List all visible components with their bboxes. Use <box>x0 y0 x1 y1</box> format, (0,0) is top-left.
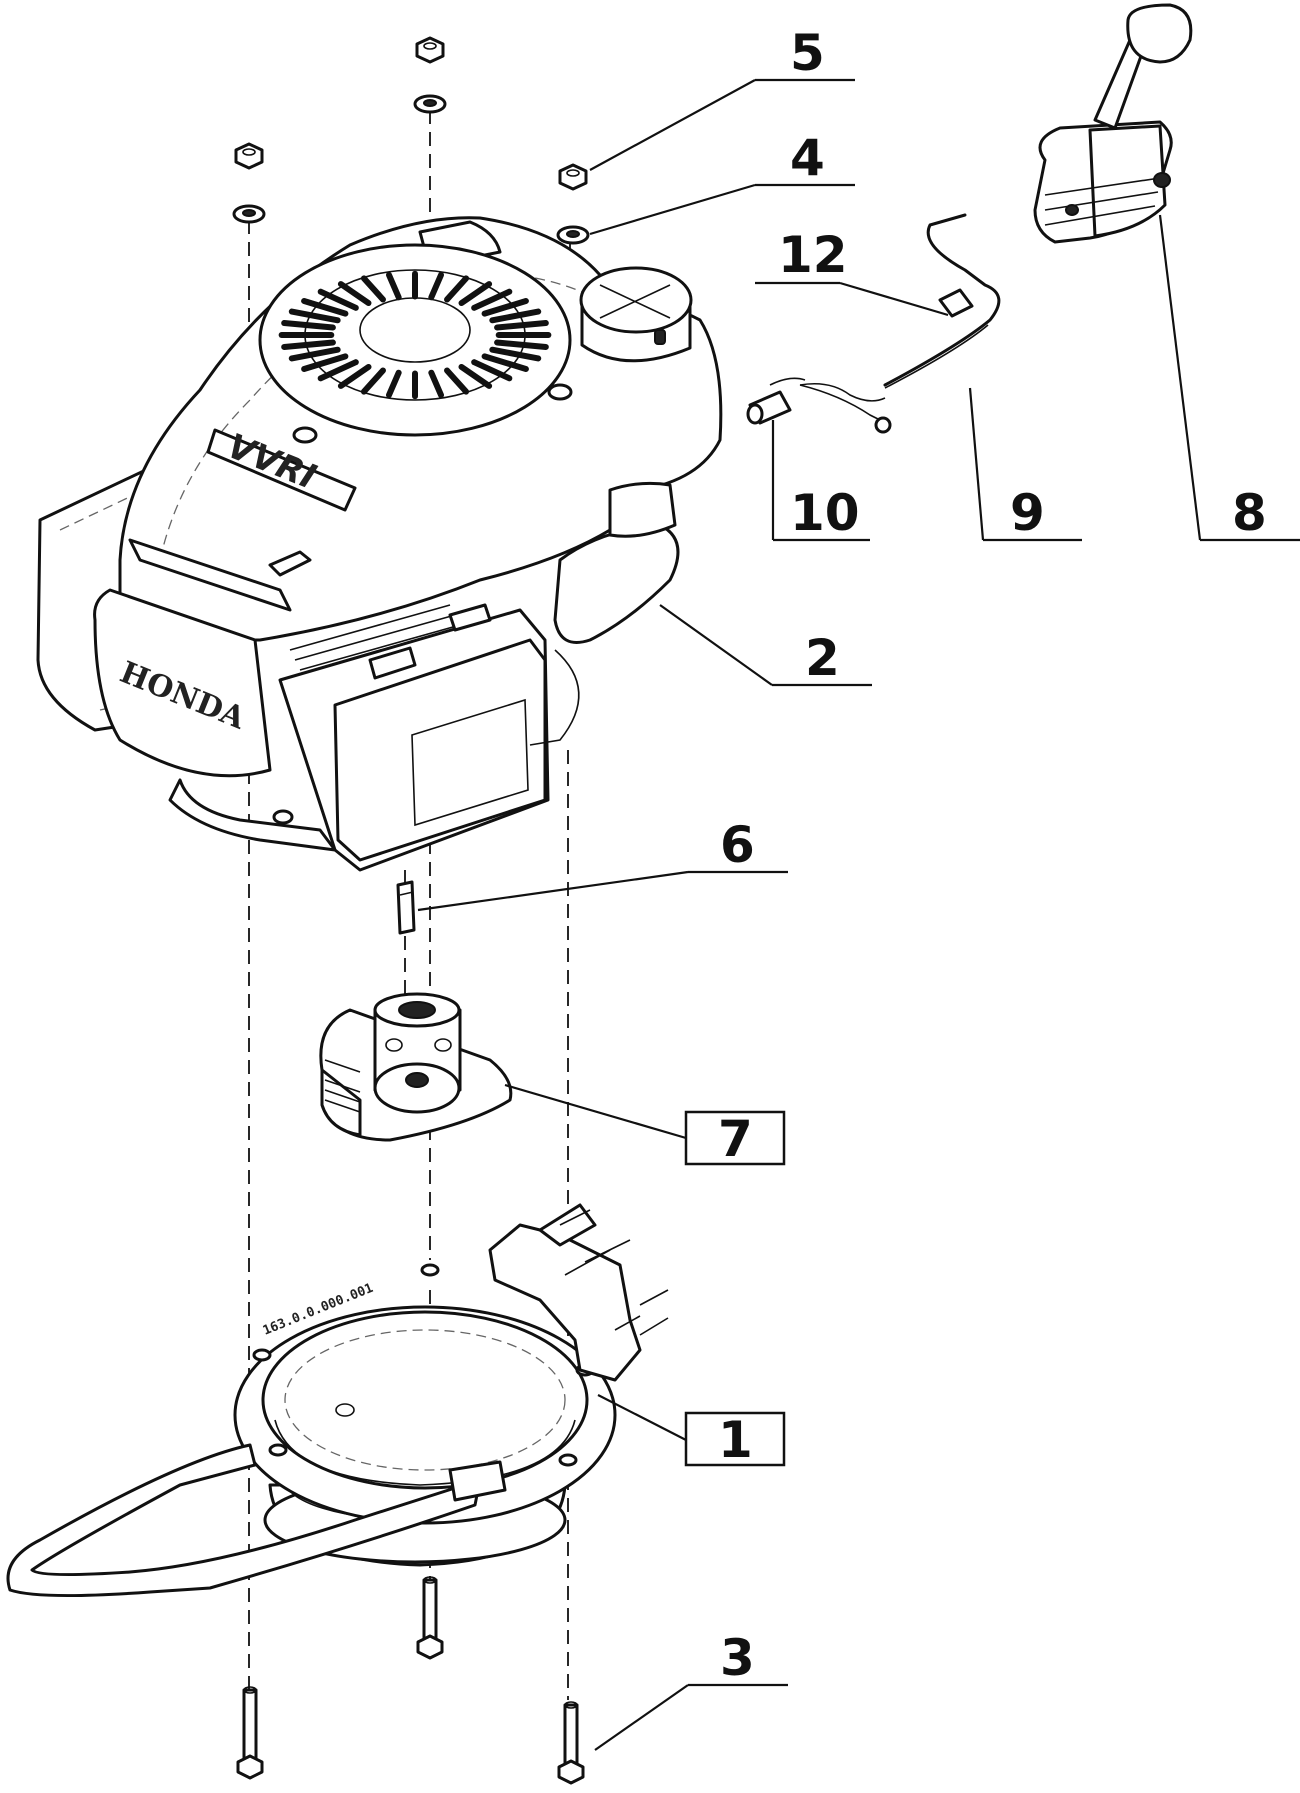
engine-key <box>396 880 416 935</box>
callout-12-label: 12 <box>778 226 848 284</box>
washer-icon <box>556 225 590 245</box>
bottom-bolts <box>236 1576 585 1785</box>
starter-vent-slot <box>301 353 349 373</box>
starter-vents <box>278 270 552 400</box>
starter-vent-slot <box>288 346 341 362</box>
starter-vent-slot <box>489 346 542 362</box>
starter-vent-slot <box>428 271 445 301</box>
starter-vent-slot <box>494 339 549 350</box>
starter-vent-slot <box>288 308 341 324</box>
washer-icon <box>413 94 447 114</box>
callout-1-label: 1 <box>718 1411 753 1469</box>
bolt-icon <box>236 1686 264 1780</box>
callout-10: 10 <box>771 420 870 542</box>
starter-vent-slot <box>458 281 493 307</box>
nut-icon <box>234 142 264 170</box>
callout-3-label: 3 <box>720 1629 755 1687</box>
callout-8-label: 8 <box>1232 484 1267 542</box>
callout-4-label: 4 <box>790 129 825 187</box>
starter-vent-slot <box>444 367 470 395</box>
throttle-lever <box>1033 3 1193 244</box>
starter-vent-slot <box>301 297 349 317</box>
callout-7: 7 <box>504 1083 786 1168</box>
bolt-icon <box>557 1701 585 1785</box>
callout-8: 8 <box>1158 214 1300 542</box>
nut-icon <box>558 163 588 191</box>
fuel-cap <box>579 266 693 363</box>
starter-vent-slot <box>494 320 549 331</box>
starter-vent-slot <box>337 363 372 389</box>
mount-bracket <box>488 1203 669 1382</box>
starter-vent-slot <box>385 369 402 399</box>
callout-4: 4 <box>589 129 855 236</box>
engine-model-badge-plate <box>206 428 357 512</box>
bolt-icon <box>416 1576 444 1660</box>
callout-7-label: 7 <box>718 1110 753 1168</box>
deck-mount-handle <box>6 1443 482 1598</box>
starter-vent-slot <box>471 288 513 311</box>
callout-5: 5 <box>589 24 855 171</box>
callout-9-label: 9 <box>1010 484 1045 542</box>
callout-1: 1 <box>597 1394 786 1469</box>
starter-vent-slot <box>471 359 513 382</box>
starter-vent-slot <box>458 363 493 389</box>
starter-vent-slot <box>317 288 359 311</box>
engine-base-plate <box>168 778 337 852</box>
blade-adapter <box>319 992 513 1142</box>
washer-icon <box>232 204 266 224</box>
callout-10-label: 10 <box>790 484 860 542</box>
callout-6: 6 <box>417 816 788 912</box>
top-fasteners <box>232 36 590 245</box>
callouts: 5 4 12 10 9 8 <box>417 24 1300 1751</box>
deck-mount-ring: 163.0.0.000.001 <box>6 1203 669 1598</box>
starter-vent-slot <box>481 353 529 373</box>
starter-vent-slot <box>317 359 359 382</box>
callout-2: 2 <box>659 604 872 687</box>
starter-vent-slot <box>428 369 445 399</box>
engine: HONDA VVRI <box>36 216 723 872</box>
nut-icon <box>415 36 445 64</box>
starter-vent-slot <box>481 297 529 317</box>
starter-vent-slot <box>385 271 402 301</box>
starter-vent-slot <box>489 308 542 324</box>
callout-3: 3 <box>594 1629 788 1751</box>
recoil-starter <box>258 243 573 444</box>
starter-vent-slot <box>281 339 336 350</box>
callout-9: 9 <box>968 387 1082 542</box>
engine-muffler-top <box>608 481 677 538</box>
starter-vent-slot <box>281 320 336 331</box>
starter-vent-slot <box>337 281 372 307</box>
callout-5-label: 5 <box>790 24 825 82</box>
starter-vent-slot <box>360 367 386 395</box>
cooling-fins <box>289 604 466 681</box>
air-filter-box <box>278 603 550 872</box>
engine-front-panel <box>93 588 272 778</box>
callout-6-label: 6 <box>720 816 755 874</box>
engine-grip-recess <box>128 538 292 612</box>
callout-2-label: 2 <box>805 629 840 687</box>
throttle-cable <box>769 213 1001 434</box>
starter-vent-slot <box>360 275 386 303</box>
callout-12: 12 <box>755 226 949 317</box>
starter-vent-slot <box>444 275 470 303</box>
cable-end-pin <box>746 390 792 425</box>
